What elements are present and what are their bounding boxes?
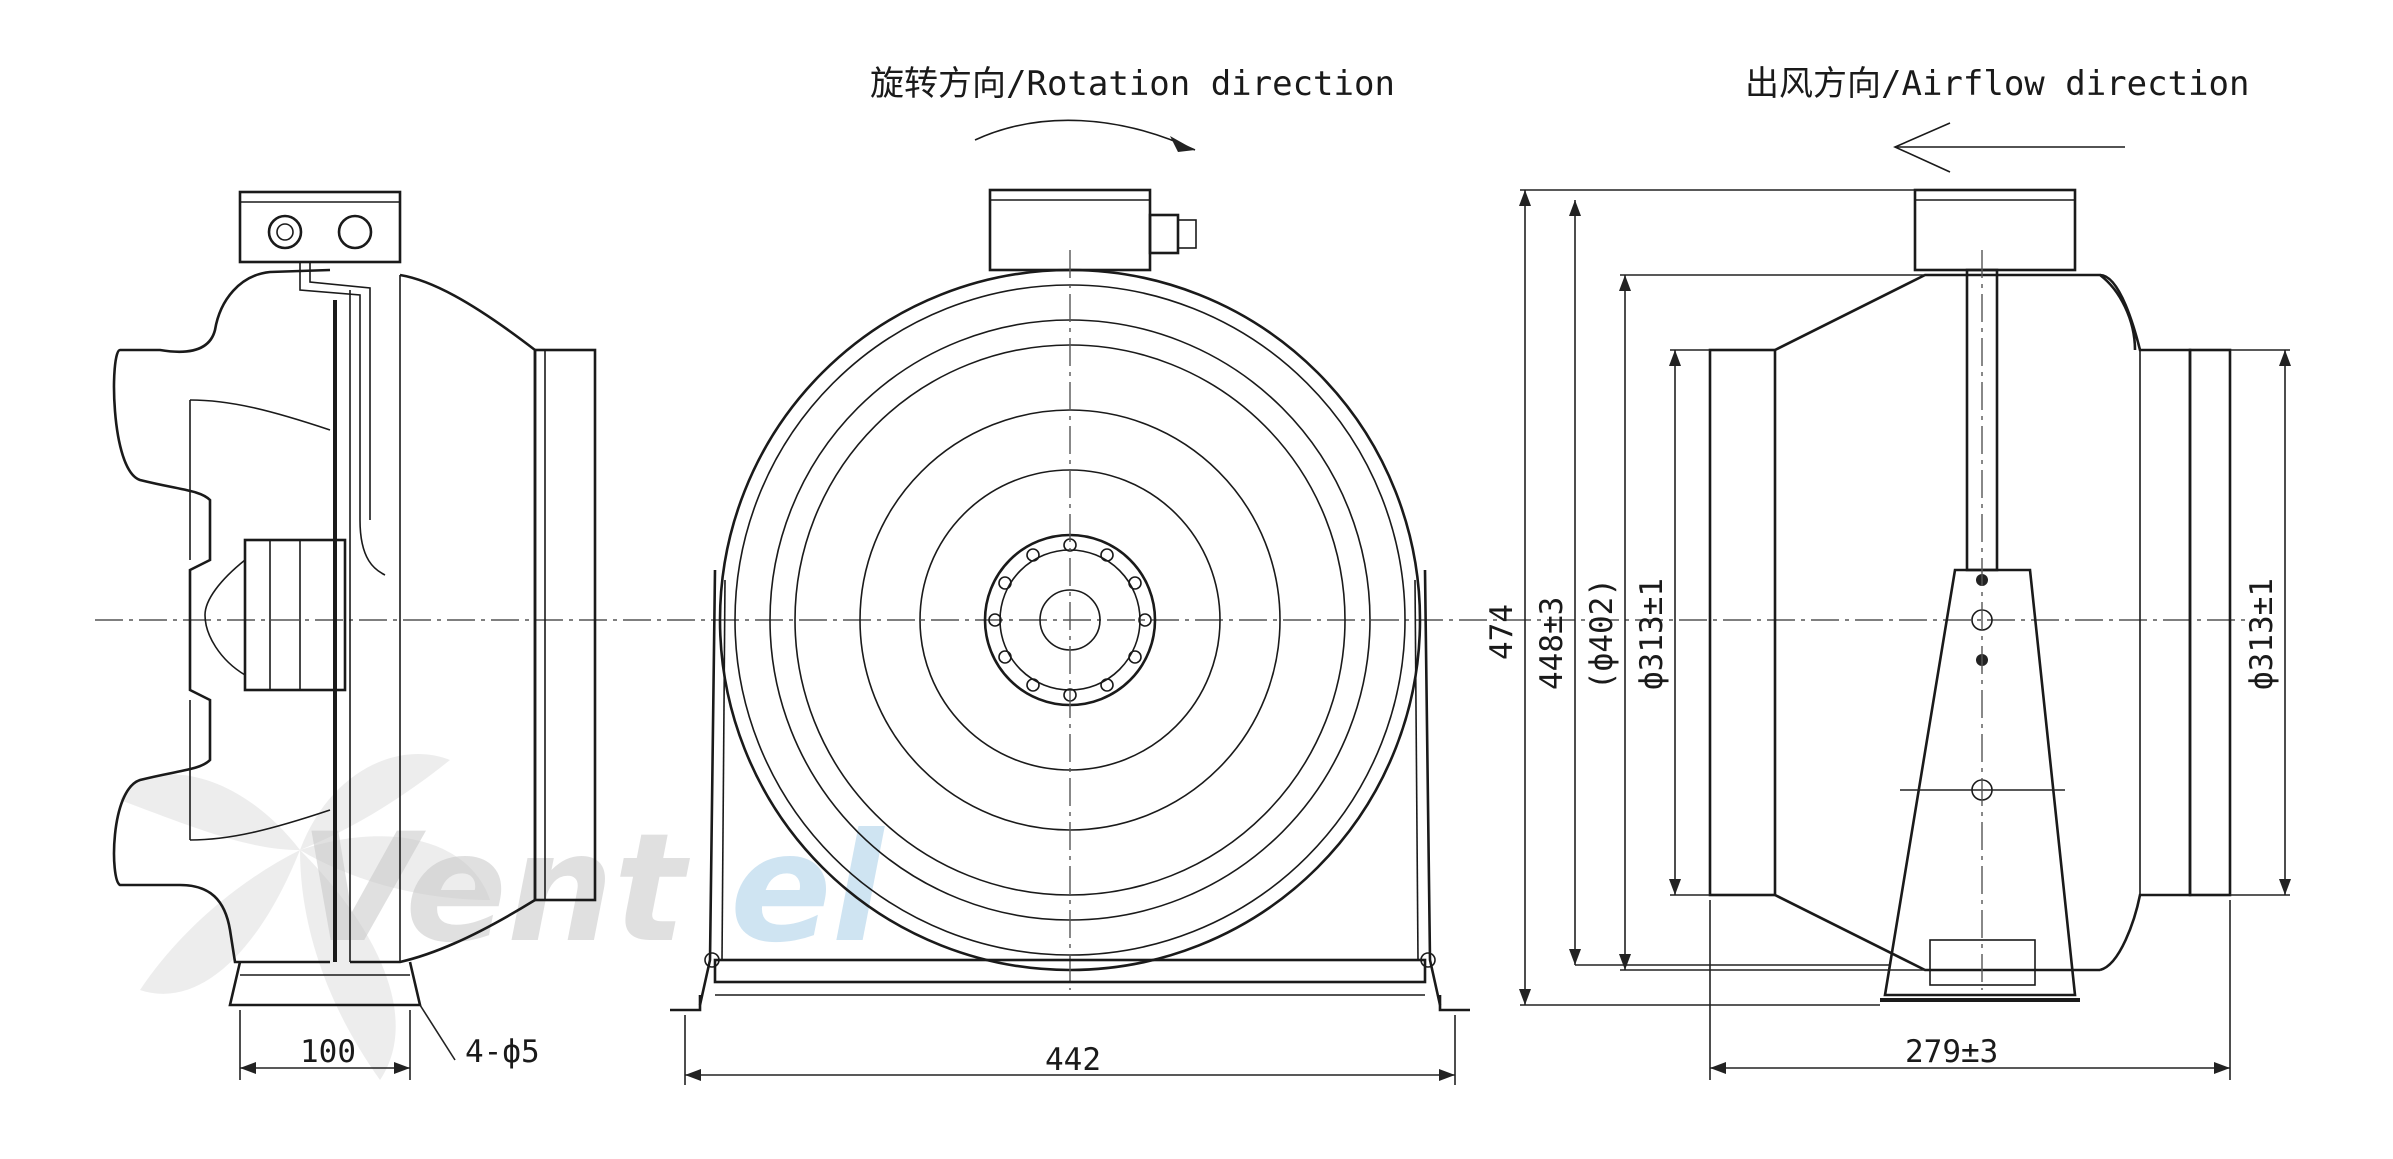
- airflow-direction-label: 出风方向/Airflow direction: [1745, 64, 2249, 104]
- watermark-text-accent: el: [730, 802, 886, 976]
- side-view: [112, 190, 597, 1007]
- dim-label-overall-height: 474: [1484, 604, 1520, 660]
- rotation-arrow: [974, 119, 1196, 151]
- watermark-text: Vent: [300, 802, 691, 976]
- dim-label-inlet-diameter: ф313±1: [1634, 578, 1670, 690]
- dim-label-length: 279±3: [1905, 1034, 1998, 1070]
- airflow-arrowhead: [1893, 122, 1951, 173]
- dim-label-outlet-diameter: ф313±1: [2244, 578, 2280, 690]
- dim-label-front-width: 442: [1045, 1042, 1101, 1078]
- dimension-side-width: [239, 1010, 411, 1080]
- dimension-front-width: [684, 1015, 1456, 1085]
- rotation-arrowhead: [1170, 136, 1195, 152]
- rotation-direction-label: 旋转方向/Rotation direction: [870, 64, 1395, 104]
- holes-leader-line: [419, 1004, 456, 1061]
- dim-label-body-diameter: (ф402): [1584, 578, 1620, 690]
- dim-label-holes: 4-ф5: [465, 1034, 540, 1070]
- watermark-fan-logo: [120, 754, 490, 1080]
- front-view: [670, 188, 1470, 1012]
- dimension-length: [1709, 900, 2231, 1080]
- dim-label-height-tol: 448±3: [1534, 597, 1570, 690]
- dimension-verticals: [1519, 189, 2291, 1006]
- dim-label-side-width: 100: [300, 1034, 356, 1070]
- profile-view: [1708, 188, 2232, 1002]
